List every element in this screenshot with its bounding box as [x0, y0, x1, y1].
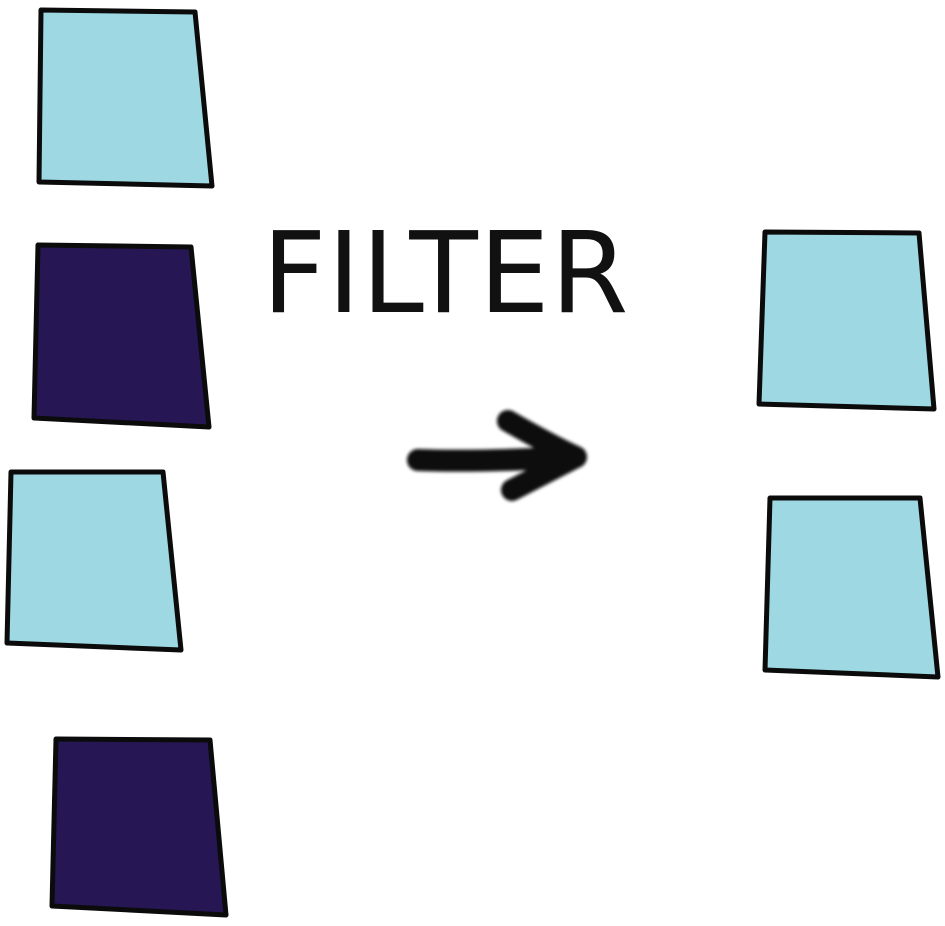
input-item-3 — [4, 469, 184, 653]
input-items — [4, 7, 229, 918]
input-item-1 — [36, 7, 215, 189]
output-item-1 — [756, 229, 937, 412]
filter-arrow — [407, 410, 587, 501]
input-item-4 — [49, 736, 229, 918]
arrow-head — [497, 410, 587, 501]
output-items — [756, 229, 941, 680]
input-item-2 — [31, 242, 212, 430]
filter-label: FILTER — [262, 209, 630, 339]
output-item-2 — [762, 495, 941, 680]
arrow-shaft — [407, 447, 569, 472]
